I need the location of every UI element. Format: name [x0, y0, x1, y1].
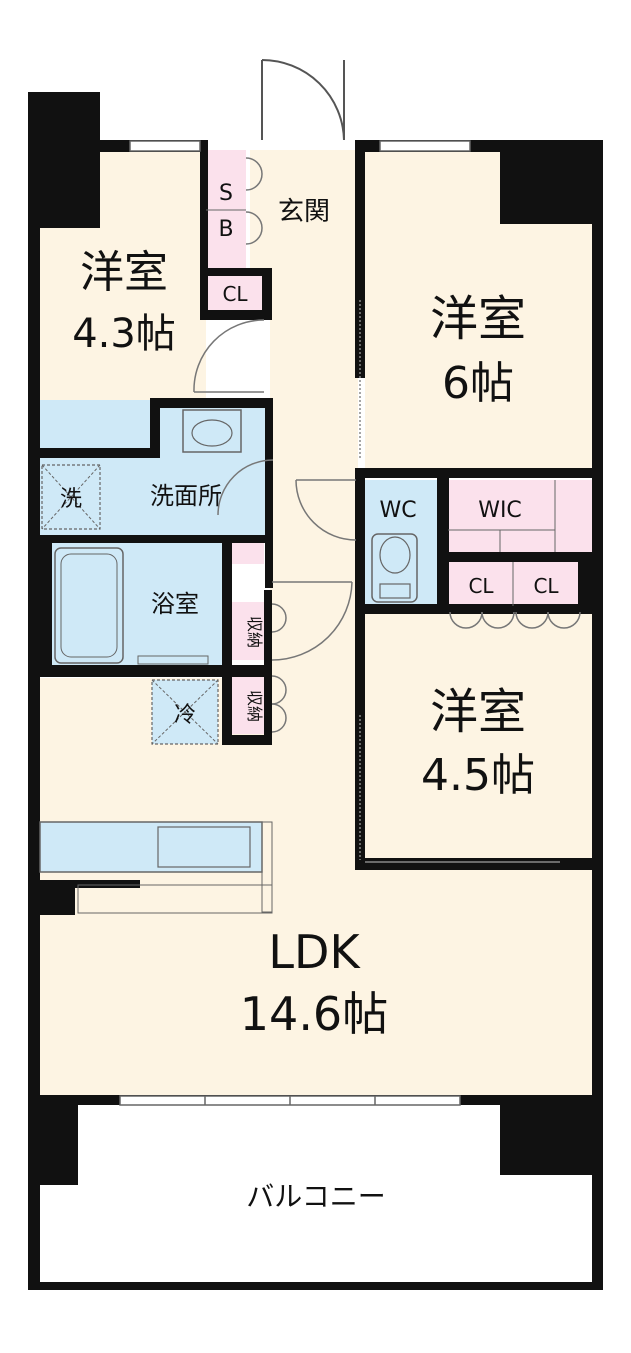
floor-entrance [250, 150, 358, 268]
entrance-label: 玄関 [278, 197, 330, 227]
floor-shoe-box [206, 150, 246, 268]
washer-label: 洗 [60, 487, 82, 512]
floor-western-room-4-3-b [90, 150, 206, 315]
floor-storage-1 [232, 602, 266, 660]
room-labels: 洋室 4.3帖 洋室 6帖 洋室 4.5帖 LDK 14.6帖 玄関 洗面所 浴… [72, 197, 535, 1213]
floor-western-room-4-5 [365, 612, 593, 862]
wic-label: WIC [478, 498, 522, 523]
floor-wash-small [232, 540, 264, 564]
balcony-label: バルコニー [246, 1180, 385, 1213]
shoe-box-b-label: B [218, 217, 233, 242]
windows [119, 140, 471, 1106]
kitchen-counter [39, 821, 273, 914]
western-room-4-5-size: 4.5帖 [421, 750, 535, 801]
western-room-4-5-name: 洋室 [430, 684, 526, 740]
ldk-name: LDK [268, 925, 361, 979]
washroom-label: 洗面所 [150, 482, 222, 510]
washer-space [41, 464, 101, 530]
interior-doors [193, 157, 581, 863]
closet-1-label: CL [222, 282, 248, 306]
floor-storage-2 [232, 676, 266, 734]
floor-hallway [270, 268, 358, 678]
closet-2-label: CL [468, 574, 494, 598]
fixture-labels: S B CL CL CL 洗 冷 収納 収納 [60, 181, 559, 728]
storage-1-label: 収納 [245, 616, 264, 648]
toilet-label: WC [379, 498, 416, 523]
closet-3-label: CL [533, 574, 559, 598]
entrance-door [261, 59, 345, 141]
floor-closet-1 [206, 275, 264, 310]
western-room-6-name: 洋室 [430, 291, 526, 347]
ldk-size: 14.6帖 [240, 987, 388, 1041]
floor-ldk-b [40, 862, 593, 1098]
bathroom-label: 浴室 [151, 590, 199, 618]
bathtub [54, 547, 209, 665]
floor-wic [445, 480, 593, 555]
toilet-fixture [371, 533, 418, 603]
fridge-label: 冷 [174, 703, 196, 728]
fridge-space [151, 679, 219, 745]
western-room-6-size: 6帖 [442, 358, 514, 409]
storage-2-label: 収納 [245, 690, 264, 722]
storage-dividers [206, 209, 556, 606]
shoe-box-s-label: S [219, 181, 233, 206]
wash-basin [182, 409, 242, 453]
western-room-4-3-name: 洋室 [80, 247, 168, 298]
western-room-4-3-size: 4.3帖 [72, 311, 176, 357]
